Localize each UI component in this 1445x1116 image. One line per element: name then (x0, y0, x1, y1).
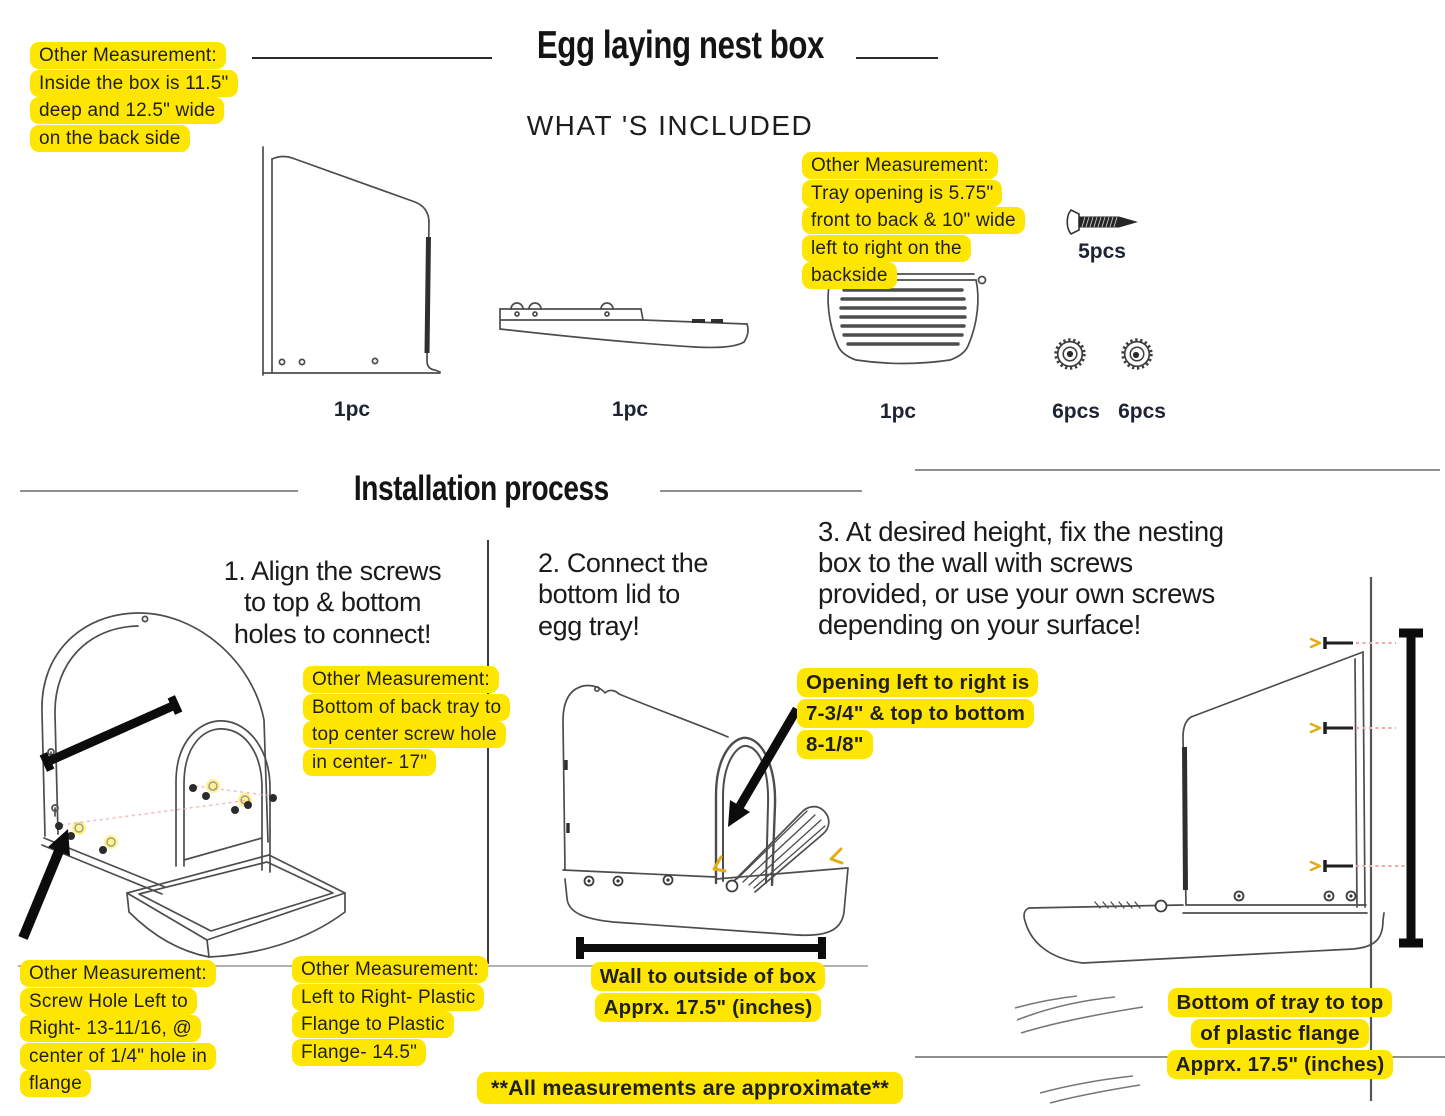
back-panel-illustration (262, 146, 441, 376)
wing-knob-a-illustration (1054, 338, 1086, 370)
opening-arrow-icon (728, 706, 801, 827)
title-right-dash (856, 57, 938, 59)
qty-knob-b: 6pcs (1118, 400, 1166, 423)
step-3-text: 3. At desired height, fix the nesting bo… (818, 516, 1224, 641)
install-heading-right-dash (660, 490, 862, 492)
callout-screw-hole: Other Measurement: Screw Hole Left to Ri… (20, 960, 217, 1098)
width-measure-bar (576, 937, 826, 959)
qty-screws: 5pcs (1078, 240, 1126, 263)
callout-opening-size: Opening left to right is 7-3/4" & top to… (797, 668, 1039, 760)
column-divider (487, 540, 489, 964)
qty-back-panel: 1pc (333, 398, 371, 421)
whats-included-heading: WHAT 'S INCLUDED (526, 110, 814, 141)
bottom-lid-illustration (499, 302, 749, 349)
step-1-text: 1. Align the screws to top & bottom hole… (223, 556, 442, 649)
callout-tray-to-flange-text: Bottom of tray to top of plastic flange … (1166, 988, 1394, 1079)
screw-illustration (1066, 209, 1138, 235)
qty-egg-tray: 1pc (879, 400, 917, 423)
step-2-text: 2. Connect the bottom lid to egg tray! (538, 548, 709, 641)
diagonal-measure-bar (39, 695, 183, 772)
callout-opening-size-text: Opening left to right is 7-3/4" & top to… (797, 668, 1039, 759)
grass-sketch (1014, 995, 1144, 1104)
footnote-text: **All measurements are approximate** (477, 1072, 903, 1104)
callout-wall-to-box-text: Wall to outside of box Apprx. 17.5" (inc… (590, 962, 826, 1022)
height-measure-bar (1399, 628, 1423, 948)
callout-flange-width-text: Other Measurement: Left to Right- Plasti… (292, 956, 488, 1066)
qty-bottom-lid: 1pc (611, 398, 649, 421)
wing-knob-b-illustration (1121, 338, 1153, 370)
callout-inside-box: Other Measurement: Inside the box is 11.… (30, 42, 238, 152)
callout-tray-opening-text: Other Measurement: Tray opening is 5.75"… (802, 152, 1025, 290)
step-2-illustration (562, 684, 849, 959)
callout-tray-opening: Other Measurement: Tray opening is 5.75"… (802, 152, 1025, 290)
footnote: **All measurements are approximate** (477, 1072, 903, 1104)
callout-connector-line (252, 57, 492, 59)
callout-wall-to-box: Wall to outside of box Apprx. 17.5" (inc… (563, 962, 853, 1024)
right-section-rule (915, 469, 1440, 471)
callout-back-tray-screw: Other Measurement: Bottom of back tray t… (303, 666, 511, 776)
wall-screws (1309, 637, 1405, 872)
flange-hole-arrow-icon (18, 829, 70, 940)
qty-knob-a: 6pcs (1052, 400, 1100, 423)
install-heading-left-dash (20, 490, 298, 492)
installation-heading: Installation process (353, 469, 609, 508)
callout-screw-hole-text: Other Measurement: Screw Hole Left to Ri… (20, 960, 217, 1098)
callout-flange-width: Other Measurement: Left to Right- Plasti… (292, 956, 488, 1066)
page-title: Egg laying nest box (536, 24, 824, 67)
callout-inside-box-text: Other Measurement: Inside the box is 11.… (30, 42, 238, 152)
open-tray-flap (725, 805, 830, 893)
step-1-illustration (18, 612, 346, 958)
callout-tray-to-flange: Bottom of tray to top of plastic flange … (1150, 988, 1410, 1080)
callout-back-tray-screw-text: Other Measurement: Bottom of back tray t… (303, 666, 511, 776)
